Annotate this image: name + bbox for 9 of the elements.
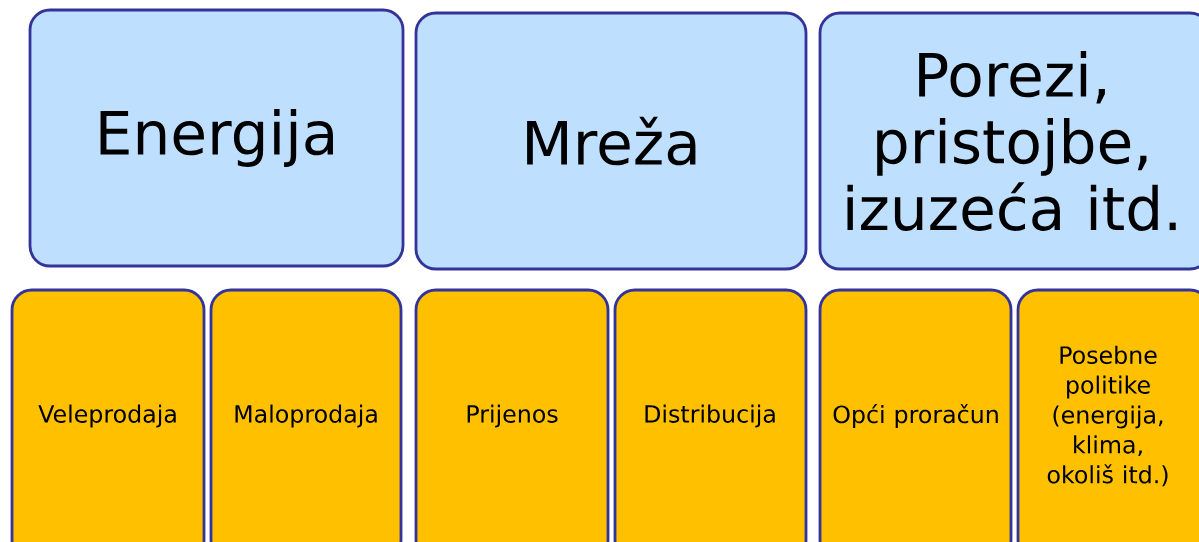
category-box: Posebne politike (energija, klima, okoliš itd.) xyxy=(1016,288,1199,542)
category-box: Energija xyxy=(28,8,405,268)
category-box: Maloprodaja xyxy=(209,288,403,542)
category-box: Prijenos xyxy=(414,288,610,542)
category-box: Distribucija xyxy=(613,288,808,542)
category-box: Porezi, pristojbe, izuzeća itd. xyxy=(818,11,1199,271)
category-box: Mreža xyxy=(414,11,808,271)
category-box: Veleprodaja xyxy=(10,288,206,542)
category-box: Opći proračun xyxy=(818,288,1013,542)
